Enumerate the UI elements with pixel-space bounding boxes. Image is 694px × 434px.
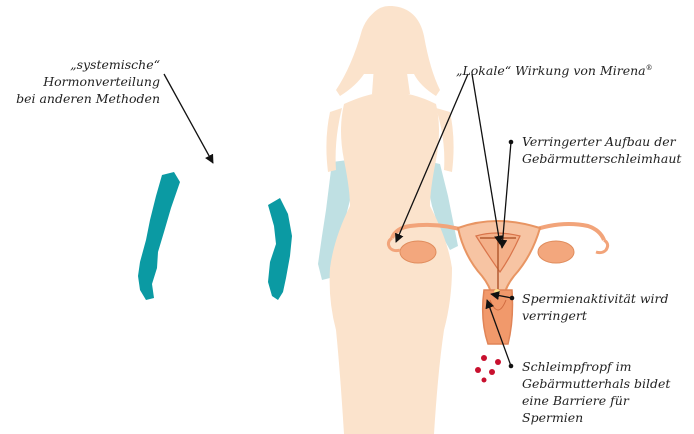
local-effect-label: „Lokale“ Wirkung von Mirena® [456, 60, 653, 79]
systemic-line-3: bei anderen Methoden [16, 90, 160, 107]
right-ovary [538, 241, 574, 263]
systemic-label: „systemische“ Hormonverteilung bei ander… [16, 56, 160, 107]
sperm-activity-line-2: verringert [522, 307, 669, 324]
systemic-line-2: Hormonverteilung [16, 73, 160, 90]
endometrium-line-2: Gebärmutterschleimhaut [522, 150, 681, 167]
mucus-plug-line-4: Spermien [522, 409, 670, 426]
endometrium-line-1: Verringerter Aufbau der [522, 133, 681, 150]
left-ovary [400, 241, 436, 263]
registered-mark: ® [646, 64, 653, 72]
teal-arms-figure [138, 172, 292, 300]
mucus-plug-line-3: eine Barriere für [522, 392, 670, 409]
mucus-plug-line-2: Gebärmutterhals bildet [522, 375, 670, 392]
systemic-line-1: „systemische“ [16, 56, 160, 73]
blood-drops [475, 355, 501, 383]
mucus-plug-label: Schleimpfropf im Gebärmutterhals bildet … [522, 358, 670, 426]
arrow-local-right [472, 74, 500, 244]
left-teal-arm [138, 172, 180, 300]
body-silhouette [326, 6, 453, 434]
sperm-activity-label: Spermienaktivität wird verringert [522, 290, 669, 324]
local-effect-text: „Lokale“ Wirkung von Mirena [456, 63, 646, 78]
mucus-plug-line-1: Schleimpfropf im [522, 358, 670, 375]
right-teal-arm [268, 198, 292, 300]
arrow-systemic [164, 74, 213, 163]
endometrium-label: Verringerter Aufbau der Gebärmutterschle… [522, 133, 681, 167]
sperm-activity-line-1: Spermienaktivität wird [522, 290, 669, 307]
cervix [483, 290, 513, 344]
